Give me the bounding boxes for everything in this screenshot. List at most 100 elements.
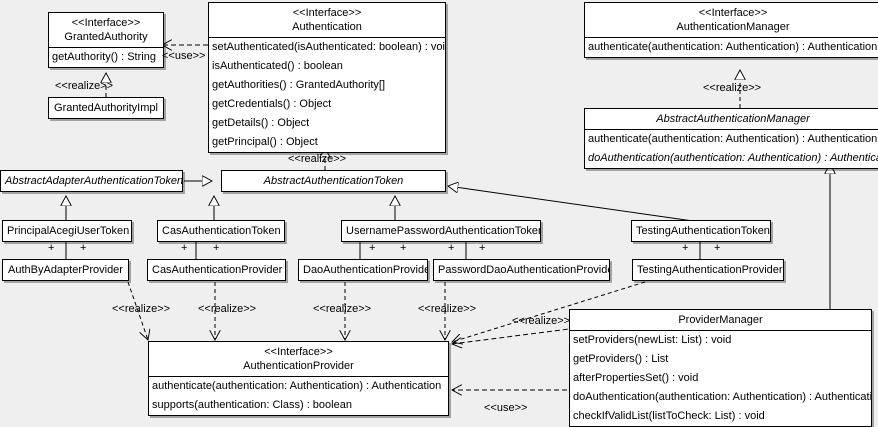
operations-compartment: setAuthenticated(isAuthenticated: boolea… <box>209 38 445 152</box>
class-name: PrincipalAcegiUserToken <box>7 225 130 237</box>
operation: getProviders() : List <box>573 353 669 365</box>
edge-label-realize-granted-authority-impl: <<realize>> <box>55 80 114 92</box>
class-header: AbstractAdapterAuthenticationToken <box>1 171 182 191</box>
edge-generalize-testing-authentication-token <box>448 186 701 223</box>
class-header: ProviderManager <box>570 310 871 330</box>
class-name: AbstractAuthenticationManager <box>656 113 810 125</box>
plus-marker: + <box>714 242 721 254</box>
class-header: AuthByAdapterProvider <box>3 260 128 280</box>
class-abstract-authentication-token[interactable]: AbstractAuthenticationToken <box>221 170 446 192</box>
operation: afterPropertiesSet() : void <box>573 372 699 384</box>
plus-marker: + <box>682 242 689 254</box>
class-username-password-authentication-token[interactable]: UsernamePasswordAuthenticationToken <box>341 220 541 242</box>
class-testing-authentication-token[interactable]: TestingAuthenticationToken <box>631 220 771 242</box>
operation: getDetails() : Object <box>212 117 310 129</box>
class-header: TestingAuthenticationToken <box>632 221 770 241</box>
edge-label-realize-dao-authentication-provider: <<realize>> <box>313 303 372 315</box>
compartment-separator <box>49 47 163 48</box>
operation: authenticate(authentication: Authenticat… <box>152 380 442 392</box>
compartment-separator <box>149 376 448 377</box>
operation: setAuthenticated(isAuthenticated: boolea… <box>212 41 446 53</box>
class-authentication-provider[interactable]: <<Interface>> AuthenticationProvider aut… <box>148 341 449 416</box>
plus-marker: + <box>213 242 220 254</box>
edge-label-realize-abstract-authentication-manager: <<realize>> <box>703 82 762 94</box>
operation: authenticate(authentication: Authenticat… <box>588 133 878 145</box>
compartment-separator <box>570 330 871 331</box>
operation: getAuthorities() : GrantedAuthority[] <box>212 79 386 91</box>
class-authentication-manager[interactable]: <<Interface>> AuthenticationManager auth… <box>584 2 878 58</box>
class-cas-authentication-provider[interactable]: CasAuthenticationProvider <box>147 259 286 281</box>
edge-label-realize-cas-authentication-provider: <<realize>> <box>198 303 257 315</box>
plus-marker: + <box>181 242 188 254</box>
operation: doAuthentication(authentication: Authent… <box>573 391 872 403</box>
class-name: AbstractAdapterAuthenticationToken <box>5 175 183 187</box>
class-name: AbstractAuthenticationToken <box>263 175 404 187</box>
class-name: PasswordDaoAuthenticationProvider <box>438 264 610 276</box>
class-granted-authority[interactable]: <<Interface>> GrantedAuthority getAuthor… <box>48 12 164 68</box>
plus-marker: + <box>80 242 87 254</box>
class-testing-authentication-provider[interactable]: TestingAuthenticationProvider <box>632 259 784 281</box>
class-granted-authority-impl[interactable]: GrantedAuthorityImpl <box>48 97 164 119</box>
class-provider-manager[interactable]: ProviderManager setProviders(newList: Li… <box>569 309 872 427</box>
class-header: TestingAuthenticationProvider <box>633 260 783 280</box>
edge-label-realize-auth-by-adapter-provider: <<realize>> <box>112 303 171 315</box>
operation: setProviders(newList: List) : void <box>573 334 732 346</box>
operation: getAuthority() : String <box>52 51 156 63</box>
class-authentication[interactable]: <<Interface>> Authentication setAuthenti… <box>208 2 446 153</box>
class-name: GrantedAuthority <box>64 31 148 43</box>
edge-label-realize-password-dao-authentication-provider: <<realize>> <box>418 303 477 315</box>
operation: getPrincipal() : Object <box>212 136 318 148</box>
class-header: <<Interface>> GrantedAuthority <box>49 13 163 47</box>
class-header: GrantedAuthorityImpl <box>49 98 163 118</box>
class-header: UsernamePasswordAuthenticationToken <box>342 221 540 241</box>
class-header: AbstractAuthenticationToken <box>222 171 445 191</box>
class-cas-authentication-token[interactable]: CasAuthenticationToken <box>157 220 285 242</box>
plus-marker: + <box>400 242 407 254</box>
class-header: CasAuthenticationProvider <box>148 260 285 280</box>
plus-marker: + <box>479 242 486 254</box>
class-name: ProviderManager <box>678 314 763 326</box>
class-auth-by-adapter-provider[interactable]: AuthByAdapterProvider <box>2 259 129 281</box>
class-name: GrantedAuthorityImpl <box>54 102 158 114</box>
class-header: AbstractAuthenticationManager <box>585 109 878 129</box>
edge-label-realize-abstract-authentication-token: <<realize>> <box>288 153 347 165</box>
operations-compartment: authenticate(authentication: Authenticat… <box>585 130 878 168</box>
class-header: PasswordDaoAuthenticationProvider <box>434 260 609 280</box>
operation: checkIfValidList(listToCheck: List) : vo… <box>573 410 765 422</box>
class-name: AuthenticationManager <box>676 21 790 33</box>
operations-compartment: authenticate(authentication: Authenticat… <box>585 38 878 57</box>
edge-label-realize-provider-manager: <<realize>> <box>512 315 571 327</box>
plus-marker: + <box>448 242 455 254</box>
operations-compartment: getAuthority() : String <box>49 48 163 67</box>
operation: supports(authentication: Class) : boolea… <box>152 399 352 411</box>
class-header: DaoAuthenticationProvider <box>299 260 427 280</box>
class-name: AuthenticationProvider <box>243 360 354 372</box>
class-dao-authentication-provider[interactable]: DaoAuthenticationProvider <box>298 259 428 281</box>
class-name: DaoAuthenticationProvider <box>303 264 428 276</box>
class-name: TestingAuthenticationToken <box>636 225 770 237</box>
operations-compartment: authenticate(authentication: Authenticat… <box>149 377 448 415</box>
class-header: CasAuthenticationToken <box>158 221 284 241</box>
class-name: CasAuthenticationToken <box>162 225 281 237</box>
compartment-separator <box>585 129 878 130</box>
class-name: Authentication <box>292 21 362 33</box>
operations-compartment: setProviders(newList: List) : void getPr… <box>570 331 871 426</box>
class-name: CasAuthenticationProvider <box>152 264 283 276</box>
compartment-separator <box>585 37 878 38</box>
edge-label-use-granted-authority: <<use>> <box>162 50 206 62</box>
class-header: <<Interface>> Authentication <box>209 3 445 37</box>
class-abstract-authentication-manager[interactable]: AbstractAuthenticationManager authentica… <box>584 108 878 169</box>
edge-label-use-provider-manager: <<use>> <box>484 402 528 414</box>
class-principal-acegi-user-token[interactable]: PrincipalAcegiUserToken <box>2 220 132 242</box>
stereotype-label: <<Interface>> <box>264 346 333 358</box>
operation: getCredentials() : Object <box>212 98 332 110</box>
stereotype-label: <<Interface>> <box>292 7 362 19</box>
compartment-separator <box>209 37 445 38</box>
plus-marker: + <box>369 242 376 254</box>
stereotype-label: <<Interface>> <box>71 17 141 29</box>
class-header: <<Interface>> AuthenticationProvider <box>149 342 448 376</box>
operation: isAuthenticated() : boolean <box>212 60 343 72</box>
class-abstract-adapter-authentication-token[interactable]: AbstractAdapterAuthenticationToken <box>0 170 183 192</box>
class-password-dao-authentication-provider[interactable]: PasswordDaoAuthenticationProvider <box>433 259 610 281</box>
